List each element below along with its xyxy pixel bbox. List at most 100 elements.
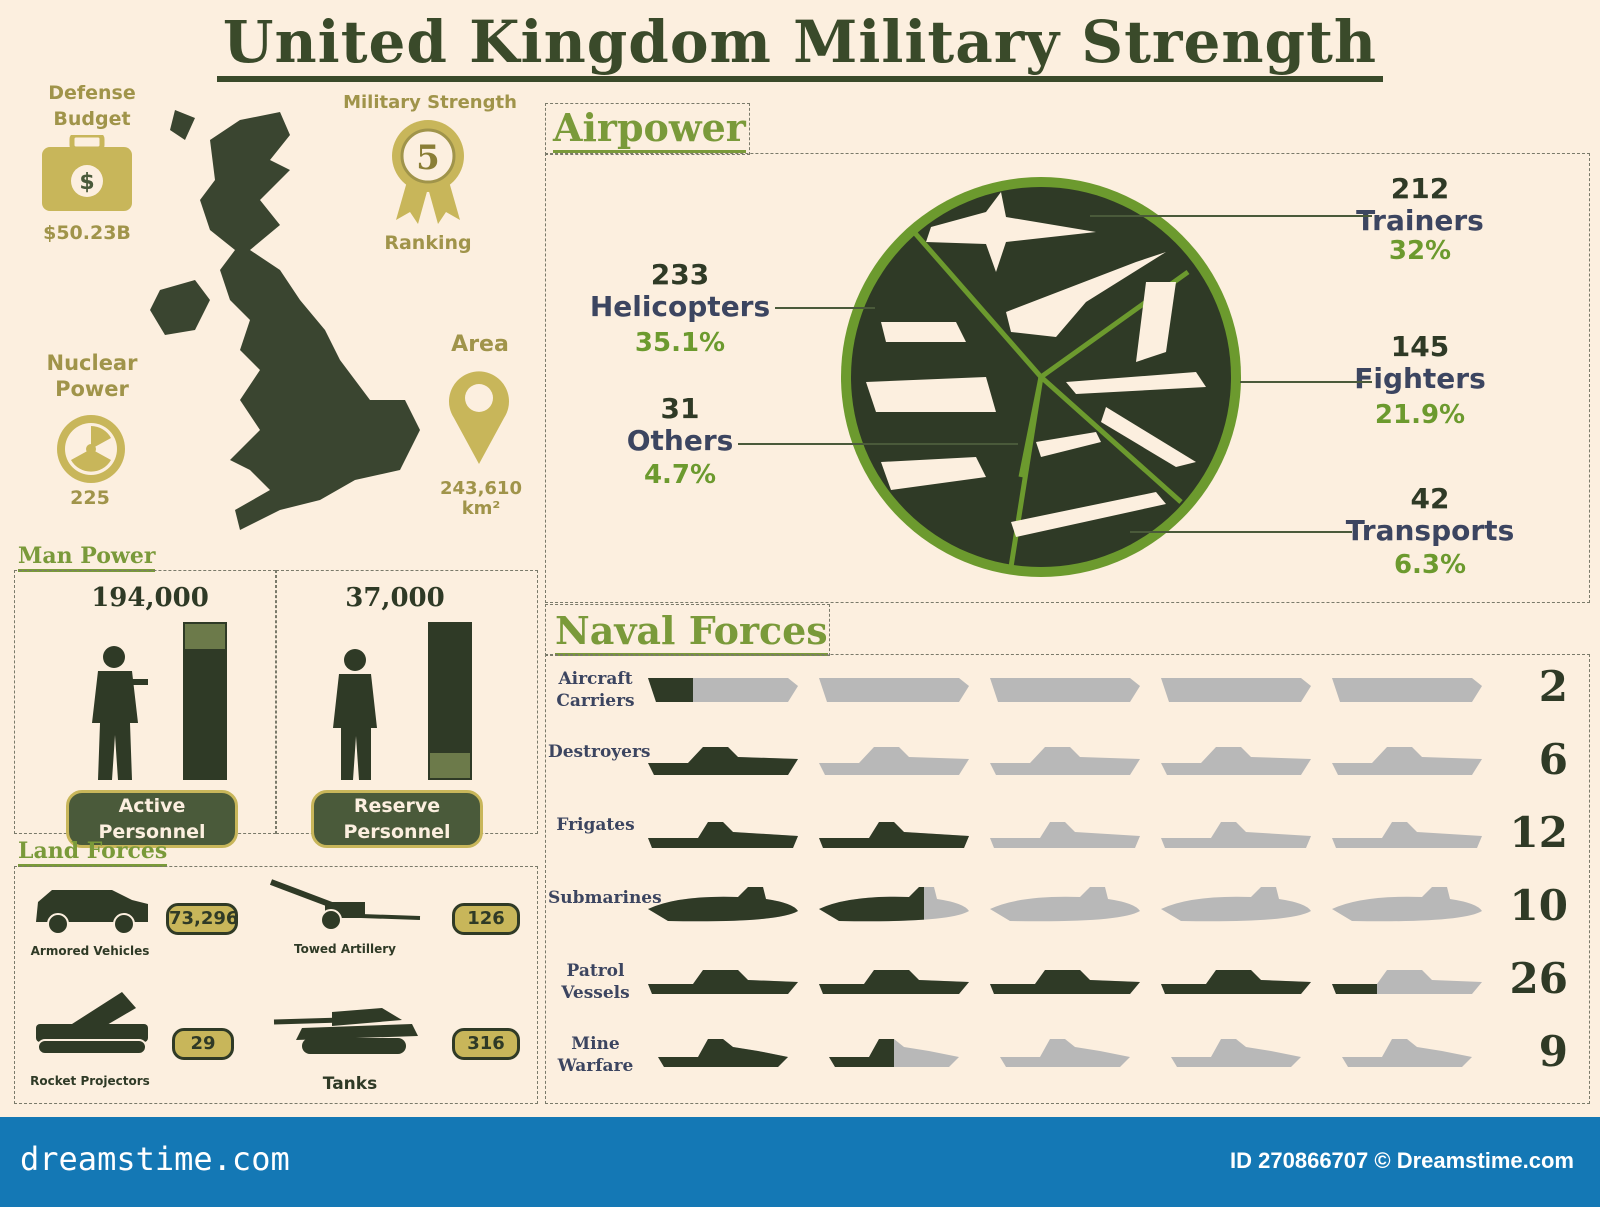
tank-icon: [273, 1008, 418, 1054]
land-forces-title: Land Forces: [18, 838, 168, 867]
ship-icon: [658, 1039, 788, 1067]
ship-icon: [819, 678, 969, 702]
naval-forces-panel: [545, 654, 1590, 1104]
naval-forces-title-frame: [545, 604, 830, 656]
ranking-number: 5: [416, 138, 440, 178]
naval-row-label: Mine Warfare: [557, 1034, 634, 1076]
trainers-value: 212: [1390, 172, 1450, 205]
tanks-value: 316: [452, 1028, 520, 1060]
transports-pct: 6.3%: [1393, 550, 1467, 580]
tanks-label: Tanks: [322, 1074, 378, 1094]
ship-icon: [1161, 747, 1311, 775]
ship-icon: [1332, 747, 1482, 775]
money-briefcase-icon: $: [42, 135, 132, 211]
naval-row-count: 26: [1509, 954, 1568, 1003]
ship-icon: [819, 970, 969, 994]
ship-icon: [648, 822, 798, 848]
trainers-label: Trainers: [1356, 204, 1484, 237]
airpower-title-frame: [545, 103, 750, 155]
helicopters-leader-line: [775, 307, 875, 309]
ship-icon: [648, 887, 798, 922]
others-label: Others: [626, 424, 734, 457]
stealth-jet-icon: [1136, 282, 1176, 362]
defense-budget-value: $50.23B: [43, 222, 131, 244]
military-strength-label: Military Strength: [343, 92, 517, 113]
ship-icon: [819, 887, 969, 922]
rocket-projectors-label: Rocket Projectors: [30, 1074, 150, 1088]
naval-row-label: Submarines: [548, 888, 662, 908]
location-pin-icon: [449, 371, 509, 464]
naval-row-label: Patrol Vessels: [561, 961, 630, 1003]
fighters-pct: 21.9%: [1374, 400, 1466, 430]
attack-helicopter-icon: [881, 457, 986, 490]
transport-jet-icon: [1036, 432, 1101, 457]
fighter-jet-icon: [1101, 407, 1196, 467]
nuclear-power-label: Nuclear Power: [46, 351, 138, 401]
area-value: 243,610: [440, 478, 522, 499]
airpower-title: Airpower: [553, 105, 746, 153]
soldier-icon: [333, 649, 377, 780]
ranking-label: Ranking: [384, 232, 472, 254]
towed-artillery-label: Towed Artillery: [294, 942, 396, 956]
fighters-label: Fighters: [1354, 362, 1486, 395]
ship-icon: [990, 678, 1140, 702]
transport-aircraft-icon: [1011, 492, 1166, 537]
ship-icon: [1161, 822, 1311, 848]
ship-icon: [1000, 1039, 1130, 1067]
land-forces-panel: [14, 866, 538, 1104]
airpower-panel: [545, 153, 1590, 603]
ship-icon: [1161, 678, 1311, 702]
chinook-helicopter-icon: [866, 377, 996, 412]
trainer-jet-icon: [926, 192, 1096, 272]
manpower-title: Man Power: [18, 543, 156, 572]
naval-row-count: 9: [1538, 1027, 1568, 1076]
ship-icon: [990, 822, 1140, 848]
reserve-personnel-value: 37,000: [345, 583, 445, 613]
footer-id: ID 270866707 © Dreamstime.com: [1230, 1148, 1574, 1173]
fighter-jet-icon: [1006, 252, 1166, 337]
helicopters-label: Helicopters: [589, 290, 771, 323]
reserve-personnel-label: Reserve Personnel: [311, 790, 483, 848]
reserve-personnel-bar: [428, 622, 472, 780]
transports-value: 42: [1410, 482, 1450, 515]
transports-label: Transports: [1345, 514, 1515, 547]
ship-icon: [1332, 822, 1482, 848]
trainers-pct: 32%: [1388, 236, 1452, 266]
ship-icon: [1332, 887, 1482, 922]
ranking-medal-icon: [392, 120, 464, 224]
nuclear-power-value: 225: [70, 487, 110, 509]
towed-artillery-value: 126: [452, 903, 520, 935]
rocket-projector-icon: [36, 992, 148, 1055]
area-label: Area: [451, 332, 509, 357]
rocket-projectors-value: 29: [172, 1028, 234, 1060]
helicopter-icon: [881, 322, 966, 342]
ship-icon: [819, 822, 969, 848]
others-leader-line: [738, 443, 1018, 445]
naval-row-count: 2: [1538, 662, 1568, 711]
ship-icon: [1342, 1039, 1472, 1067]
helicopters-value: 233: [650, 258, 710, 291]
ship-icon: [1332, 678, 1482, 702]
naval-row-label: Destroyers: [548, 742, 651, 762]
armored-vehicle-icon: [36, 890, 148, 935]
footer-site: dreamstime.com: [20, 1140, 290, 1178]
armored-vehicles-label: Armored Vehicles: [30, 944, 150, 958]
page-title: United Kingdom Military Strength: [0, 8, 1600, 82]
ship-icon: [1171, 1039, 1301, 1067]
area-unit: km²: [461, 498, 501, 519]
ship-icon: [829, 1039, 959, 1067]
ship-icon: [990, 887, 1140, 922]
others-value: 31: [660, 392, 700, 425]
soldier-icon: [92, 646, 148, 780]
ship-icon: [1332, 970, 1482, 994]
footer-bar: [0, 1117, 1600, 1207]
active-personnel-bar: [183, 622, 227, 780]
fighter-jet-icon: [1066, 372, 1206, 394]
defense-budget-label: Defense Budget: [48, 82, 136, 130]
naval-row-count: 10: [1509, 881, 1568, 930]
ship-icon: [990, 747, 1140, 775]
fighters-value: 145: [1390, 330, 1450, 363]
airpower-pie: [841, 177, 1241, 577]
helicopters-pct: 35.1%: [634, 328, 726, 358]
